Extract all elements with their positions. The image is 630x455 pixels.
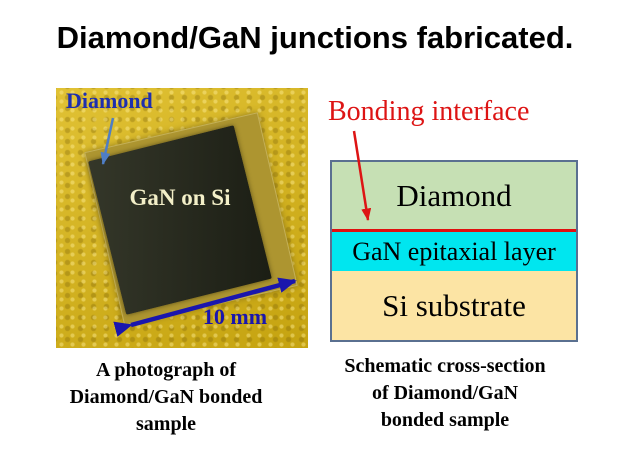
bonding-interface-label: Bonding interface bbox=[328, 96, 530, 127]
layer-diamond: Diamond bbox=[332, 162, 576, 229]
schematic-stack: Diamond GaN epitaxial layer Si substrate bbox=[330, 160, 578, 342]
schematic-caption: Schematic cross-section of Diamond/GaN b… bbox=[330, 353, 560, 434]
schematic-caption-line: Schematic cross-section bbox=[344, 355, 546, 377]
bonding-interface-line bbox=[332, 229, 576, 232]
photo-caption-line: Diamond/GaN bonded bbox=[69, 386, 263, 408]
diamond-label: Diamond bbox=[66, 88, 153, 113]
layer-si-substrate: Si substrate bbox=[332, 271, 576, 340]
photo-caption-line: sample bbox=[136, 413, 196, 435]
layer-gan-epitaxial: GaN epitaxial layer bbox=[332, 232, 576, 271]
photo-caption: A photograph of Diamond/GaN bonded sampl… bbox=[40, 357, 292, 438]
slide-title: Diamond/GaN junctions fabricated. bbox=[56, 20, 574, 55]
gan-on-si-label: GaN on Si bbox=[129, 185, 231, 210]
scale-label: 10 mm bbox=[202, 304, 268, 329]
schematic-caption-line: of Diamond/GaN bbox=[371, 382, 519, 404]
photo-caption-line: A photograph of bbox=[95, 359, 237, 381]
schematic-caption-line: bonded sample bbox=[380, 409, 510, 431]
sample-photo: Diamond GaN on Si 10 mm bbox=[56, 88, 308, 348]
